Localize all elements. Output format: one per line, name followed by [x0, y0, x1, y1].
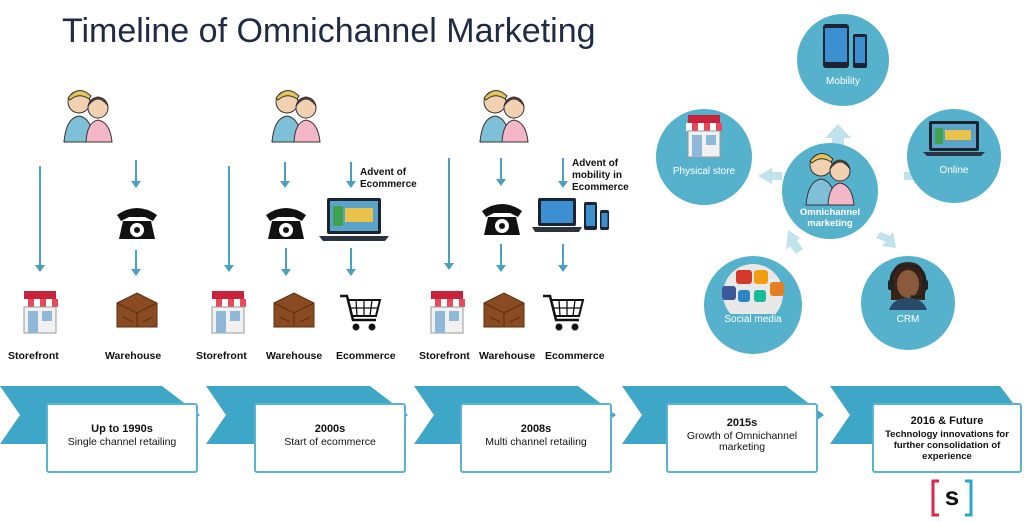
timeline-box: 2016 & Future Technology innovations for… [872, 403, 1022, 473]
timeline-period: Up to 1990s [91, 423, 153, 435]
laptop-icon [923, 121, 985, 156]
warehouse-icon [116, 292, 158, 328]
cart-icon [340, 294, 382, 331]
era-note: Advent of Ecommerce [360, 167, 417, 190]
page-title: Timeline of Omnichannel Marketing [62, 12, 596, 50]
channel-label: Warehouse [266, 350, 323, 362]
timeline-description: Start of ecommerce [284, 436, 376, 448]
warehouse-icon [483, 292, 525, 328]
bracket-icon [931, 479, 973, 517]
timeline-box: 2000s Start of ecommerce [254, 403, 406, 473]
channel-circle-physical-store: Physical store [656, 109, 752, 205]
timeline-period: 2008s [520, 423, 552, 435]
channel-label: Warehouse [105, 350, 162, 362]
flow-arrow [444, 158, 454, 270]
timeline-period: 2015s [726, 417, 758, 429]
headset-icon [888, 262, 928, 310]
telephone-icon [117, 208, 157, 239]
timeline-description: Multi channel retailing [485, 436, 587, 448]
timeline-period: 2016 & Future [910, 415, 984, 427]
telephone-icon [266, 208, 306, 239]
phone-icon [823, 24, 867, 68]
flow-arrow [496, 158, 506, 186]
center-label: Omnichannel marketing [799, 207, 861, 229]
channel-circle-crm: CRM [861, 256, 955, 350]
warehouse-icon [273, 292, 315, 328]
flow-arrow [346, 162, 356, 188]
channel-label: Online [939, 165, 969, 176]
store-icon [22, 291, 58, 334]
channel-circle-social-media: Social media [704, 256, 802, 354]
brand-logo: s [929, 478, 975, 518]
center-circle: Omnichannel marketing [782, 143, 878, 239]
flow-arrow [280, 162, 290, 188]
channel-label: CRM [896, 314, 920, 325]
era-note: Advent of mobility in Ecommerce [572, 158, 629, 193]
flow-arrow [224, 166, 234, 272]
channel-circle-mobility: Mobility [797, 14, 889, 106]
laptop-icon [532, 198, 609, 232]
couple-icon [805, 153, 855, 206]
couple-icon [479, 90, 529, 143]
channel-circle-online: Online [907, 109, 1001, 203]
timeline-description: Technology innovations for further conso… [885, 429, 1009, 462]
timeline-description: Growth of Omnichannel marketing [686, 430, 798, 453]
flow-arrow [281, 248, 291, 276]
timeline-period: 2000s [314, 423, 346, 435]
flow-arrow [131, 250, 141, 276]
channel-label: Storefront [196, 350, 247, 362]
timeline-box: Up to 1990s Single channel retailing [46, 403, 198, 473]
social-icon [722, 264, 784, 314]
store-icon [686, 115, 722, 158]
channel-label: Storefront [419, 350, 470, 362]
couple-icon [271, 90, 321, 143]
cart-icon [543, 294, 585, 331]
flow-arrow [35, 166, 45, 272]
laptop-icon [319, 198, 389, 241]
timeline-box: 2008s Multi channel retailing [460, 403, 612, 473]
couple-icon [63, 90, 113, 143]
flow-arrow [496, 244, 506, 272]
telephone-icon [482, 204, 522, 235]
channel-label: Warehouse [479, 350, 536, 362]
channel-label: Physical store [672, 166, 736, 177]
flow-arrow [131, 160, 141, 188]
store-icon [429, 291, 465, 334]
channel-label: Ecommerce [545, 350, 605, 362]
channel-label: Mobility [826, 76, 860, 87]
flow-arrow [346, 248, 356, 276]
channel-label: Ecommerce [336, 350, 396, 362]
timeline-description: Single channel retailing [67, 436, 177, 448]
flow-arrow [558, 244, 568, 272]
flow-arrow [558, 158, 568, 188]
timeline-box: 2015s Growth of Omnichannel marketing [666, 403, 818, 473]
logo-letter: s [944, 481, 960, 511]
channel-label: Storefront [8, 350, 59, 362]
store-icon [210, 291, 246, 334]
channel-label: Social media [724, 314, 782, 325]
